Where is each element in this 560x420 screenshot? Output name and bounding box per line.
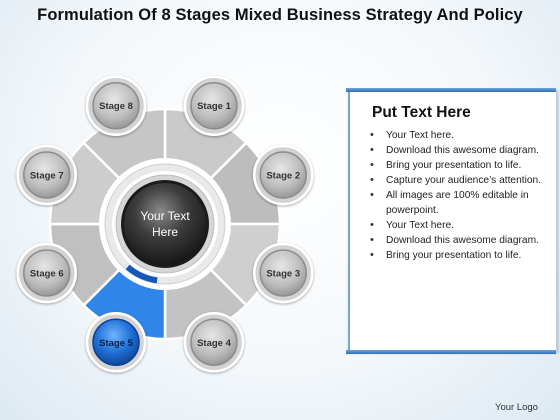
bullet-item: Download this awesome diagram. — [369, 233, 549, 248]
bullet-item: Capture your audience’s attention. — [369, 173, 549, 188]
stage-label: Stage 8 — [99, 101, 133, 112]
center-text-line: Here — [152, 225, 178, 239]
bullet-item: Your Text here. — [369, 218, 549, 233]
logo-text: Your Logo — [495, 402, 538, 413]
stage-node-5: Stage 5 — [85, 312, 147, 373]
stage-disc — [92, 318, 140, 367]
stage-disc — [259, 249, 308, 297]
stage-node-2: Stage 2 — [253, 144, 314, 206]
stage-disc — [190, 318, 238, 367]
bullet-item: Download this awesome diagram. — [369, 143, 549, 158]
center-knob — [124, 183, 206, 265]
bullet-item: All images are 100% editable in powerpoi… — [369, 188, 549, 218]
bullet-item: Bring your presentation to life. — [369, 248, 549, 263]
stage-label: Stage 7 — [30, 171, 64, 182]
panel-bullet-list: Your Text here. Download this awesome di… — [369, 128, 549, 263]
center-text-line: Your Text — [140, 209, 190, 223]
stage-node-6: Stage 6 — [16, 242, 77, 304]
panel-heading: Put Text Here — [372, 104, 471, 121]
stage-label: Stage 5 — [99, 338, 134, 349]
stage-label: Stage 4 — [197, 338, 232, 349]
stage-disc — [190, 81, 238, 130]
bullet-item: Your Text here. — [369, 128, 549, 143]
stage-disc — [22, 249, 71, 297]
stage-label: Stage 1 — [197, 101, 232, 112]
stage-node-4: Stage 4 — [183, 312, 245, 373]
stage-label: Stage 3 — [266, 268, 300, 279]
stage-node-8: Stage 8 — [85, 75, 147, 136]
panel-bottom-bar — [346, 350, 556, 354]
stage-label: Stage 2 — [266, 171, 300, 182]
stage-node-7: Stage 7 — [16, 144, 77, 206]
stage-disc — [22, 151, 71, 199]
page-title: Formulation Of 8 Stages Mixed Business S… — [37, 6, 523, 24]
inner-ring-highlight — [125, 264, 158, 284]
bullet-item: Bring your presentation to life. — [369, 158, 549, 173]
stage-disc — [92, 81, 140, 130]
panel-top-bar — [346, 88, 556, 92]
stage-disc — [259, 151, 308, 199]
stage-label: Stage 6 — [30, 268, 64, 279]
stage-node-1: Stage 1 — [183, 75, 245, 136]
stage-node-3: Stage 3 — [253, 242, 314, 304]
